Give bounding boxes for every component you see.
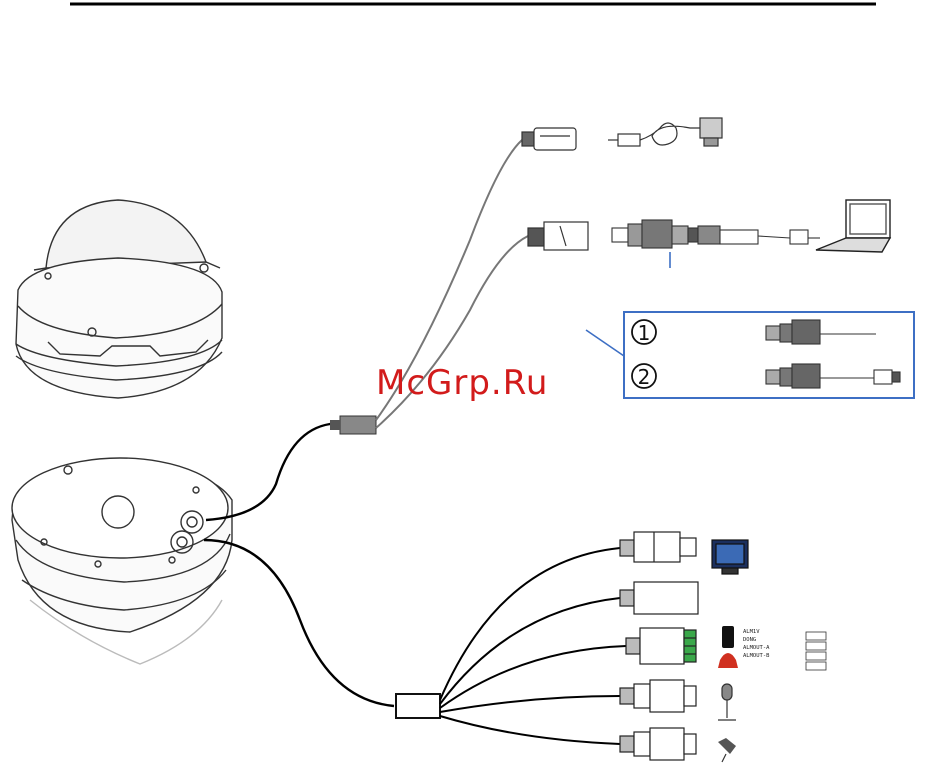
dc-power-connector-icon — [522, 128, 576, 150]
network-options-box — [624, 312, 914, 398]
microphone-icon — [718, 684, 736, 720]
bnc-video-connector-icon — [620, 532, 696, 562]
alarm-label-4: ALMOUT-B — [743, 652, 770, 660]
alarm-terminal-labels: ALM1V DONG ALMOUT-A ALMOUT-B — [743, 628, 770, 660]
watermark-text: McGrp.Ru — [376, 363, 548, 403]
io-cable — [204, 540, 394, 706]
option-1-number: 1 — [638, 321, 651, 345]
io-fan-cables — [440, 548, 626, 744]
camera-base-icon — [12, 458, 232, 664]
splitter-box-bottom — [396, 694, 440, 718]
alarm-sensor-icon — [718, 626, 738, 668]
alarm-terminal-icon — [626, 628, 696, 664]
alarm-label-3: ALMOUT-A — [743, 644, 770, 652]
alarm-label-2: DONG — [743, 636, 770, 644]
audio-connector-icon — [620, 680, 696, 712]
option-2-number: 2 — [638, 365, 651, 389]
rj45-connector-icon — [528, 222, 588, 250]
option-callout-line — [586, 330, 624, 356]
power-adapter-icon — [608, 118, 722, 146]
video-monitor-icon — [712, 540, 748, 574]
alarm-label-1: ALM1V — [743, 628, 770, 636]
dome-camera-icon — [16, 200, 222, 398]
audio-out-connector-icon — [620, 728, 696, 760]
dc-power-input-connector-icon — [620, 582, 698, 614]
splitter-box-top — [330, 416, 376, 434]
speaker-icon — [718, 738, 736, 762]
laptop-icon — [816, 200, 890, 252]
terminal-block-icon — [806, 632, 826, 670]
network-cable-icon — [612, 220, 820, 248]
